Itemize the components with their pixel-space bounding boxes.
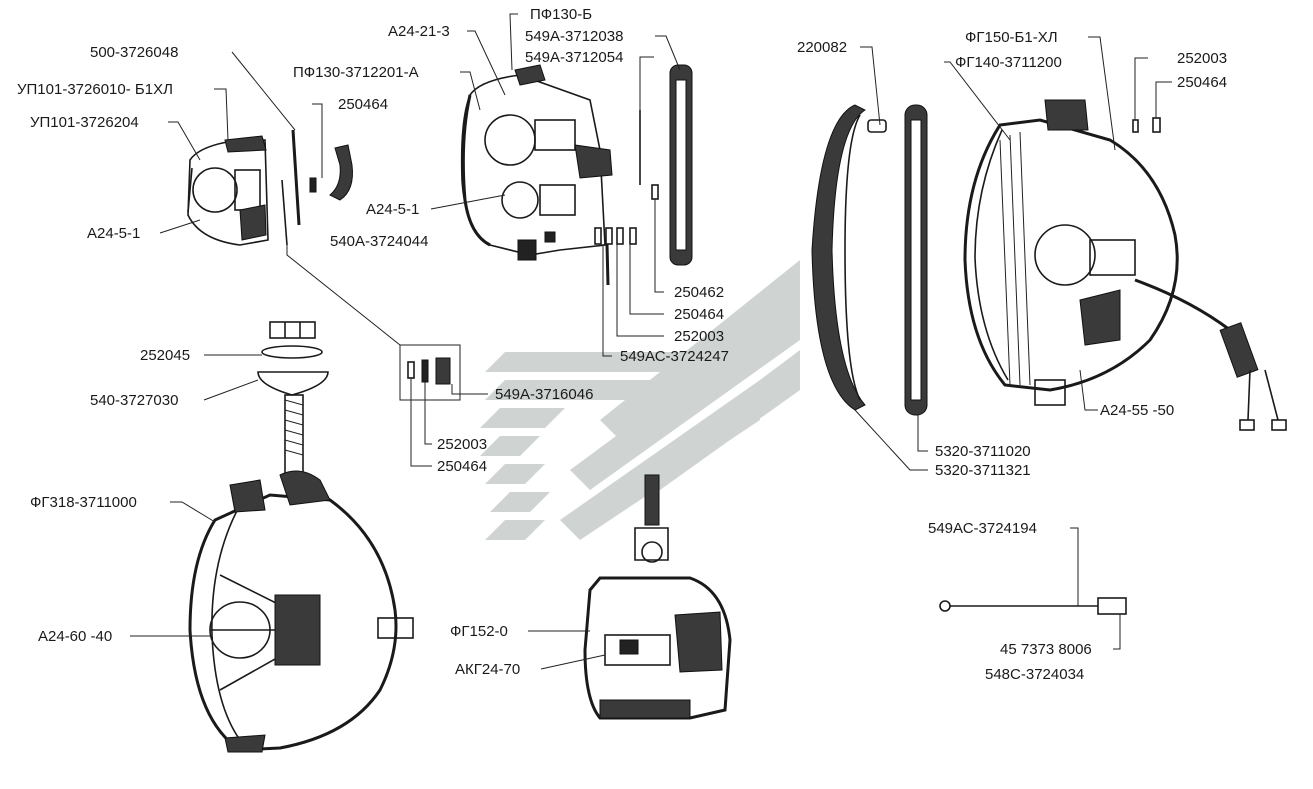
label-549a-3712038: 549А-3712038 xyxy=(525,28,623,45)
label-250464-a: 250464 xyxy=(338,96,388,113)
label-549a-3716046: 549А-3716046 xyxy=(495,386,593,403)
label-fg150-b1-hl: ФГ150-Б1-ХЛ xyxy=(965,29,1058,46)
headlamp-unit-right xyxy=(963,99,1287,431)
side-marker-lamp xyxy=(187,135,269,246)
lens-ring-narrow xyxy=(639,64,693,266)
headlamp-rim-ring xyxy=(811,104,887,411)
label-252045: 252045 xyxy=(140,347,190,364)
label-fg318-3711000: ФГ318-3711000 xyxy=(30,494,137,511)
lens-ring-seal xyxy=(904,104,928,416)
label-252003-a: 252003 xyxy=(674,328,724,345)
fog-lamp-bottom-center xyxy=(583,474,732,720)
label-252003-b: 252003 xyxy=(1177,50,1227,67)
label-549a-3712054: 549А-3712054 xyxy=(525,49,623,66)
bracket-strip xyxy=(281,129,461,401)
rubber-elbow xyxy=(309,144,353,201)
label-250464-c: 250464 xyxy=(1177,74,1227,91)
label-a24-21-3: А24-21-3 xyxy=(388,23,450,40)
label-220082: 220082 xyxy=(797,39,847,56)
ground-wire xyxy=(939,597,1127,615)
label-a24-5-1-mid: А24-5-1 xyxy=(366,201,419,218)
label-540-3727030: 540-3727030 xyxy=(90,392,178,409)
label-500-3726048: 500-3726048 xyxy=(90,44,178,61)
label-a24-5-1-left: А24-5-1 xyxy=(87,225,140,242)
label-fg152-0: ФГ152-0 xyxy=(450,623,508,640)
label-akg24-70: АКГ24-70 xyxy=(455,661,520,678)
fog-lamp-top-center xyxy=(460,64,613,261)
label-250464-b: 250464 xyxy=(674,306,724,323)
label-fg140-3711200: ФГ140-3711200 xyxy=(955,54,1062,71)
label-250462: 250462 xyxy=(674,284,724,301)
label-45-7373-8006: 45 7373 8006 xyxy=(1000,641,1092,658)
leader-lines xyxy=(130,13,1172,670)
fog-lamp-large-bottom-left xyxy=(188,394,414,753)
label-5320-3711321: 5320-3711321 xyxy=(935,462,1031,479)
label-a24-55-50: А24-55 -50 xyxy=(1100,402,1174,419)
label-548c-3724034: 548С-3724034 xyxy=(985,666,1084,683)
label-up101-3726010-b1hl: УП101-3726010- Б1ХЛ xyxy=(17,81,173,98)
label-549ac-3724247: 549АС-3724247 xyxy=(620,348,729,365)
watermark-logo xyxy=(480,260,800,540)
label-252003-c: 252003 xyxy=(437,436,487,453)
label-540a-3724044: 540А-3724044 xyxy=(330,233,428,250)
nut-and-washer xyxy=(257,321,329,396)
label-a24-60-40: А24-60 -40 xyxy=(38,628,112,645)
label-5320-3711020: 5320-3711020 xyxy=(935,443,1031,460)
label-pf130-3712201-a: ПФ130-3712201-А xyxy=(293,64,419,81)
label-250464-d: 250464 xyxy=(437,458,487,475)
label-up101-3726204: УП101-3726204 xyxy=(30,114,139,131)
label-pf130-b: ПФ130-Б xyxy=(530,6,592,23)
label-549ac-3724194: 549АС-3724194 xyxy=(928,520,1037,537)
